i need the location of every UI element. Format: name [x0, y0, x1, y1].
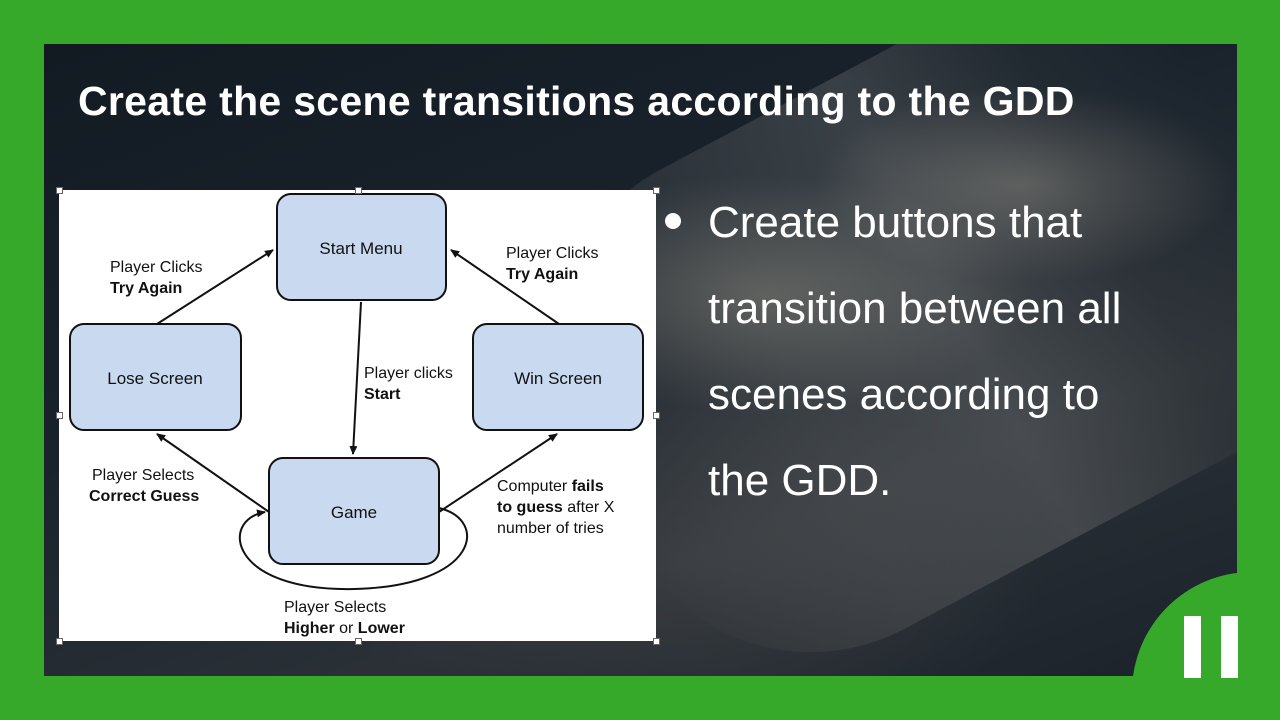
- corner-logo: [1132, 572, 1280, 720]
- arrow-win-to-start: [450, 249, 560, 325]
- label-loop-line2: Higher or Lower: [284, 620, 405, 637]
- diagram-svg: Start Menu Lose Screen Win Screen Game P…: [69, 193, 644, 637]
- label-start-game-line1: Player clicks: [364, 365, 453, 382]
- label-game-win-line1-bold: fails: [572, 478, 604, 495]
- bullet-line-2: transition between all: [708, 284, 1122, 333]
- label-start-game-line2: Start: [364, 386, 401, 403]
- label-game-win-line3: number of tries: [497, 520, 604, 537]
- label-game-win-line1: Computer fails: [497, 478, 604, 495]
- label-loop-line1: Player Selects: [284, 599, 386, 616]
- label-win-start-line2: Try Again: [506, 266, 578, 283]
- label-loop-or: or: [335, 620, 358, 637]
- resize-handle-tr[interactable]: [653, 187, 660, 194]
- pause-bar-left: [1184, 616, 1201, 678]
- label-lose-start-line2: Try Again: [110, 280, 182, 297]
- loop-game-self: [238, 507, 469, 591]
- label-loop-higher: Higher: [284, 620, 335, 637]
- bullet-line-4: the GDD.: [708, 456, 892, 505]
- scene-flow-diagram[interactable]: Start Menu Lose Screen Win Screen Game P…: [56, 187, 660, 645]
- node-lose-screen: [69, 323, 242, 431]
- node-start-menu: [276, 193, 447, 301]
- bullet-line-1: Create buttons that: [708, 198, 1083, 247]
- pause-bars-icon: [1132, 572, 1280, 720]
- resize-handle-tm[interactable]: [355, 187, 362, 194]
- node-label-lose: Lose Screen: [107, 369, 202, 388]
- resize-handle-bl[interactable]: [56, 638, 63, 645]
- arrow-lose-to-start: [156, 249, 274, 325]
- resize-handle-ml[interactable]: [56, 412, 63, 419]
- label-loop-lower: Lower: [358, 620, 405, 637]
- label-game-win-line1-normal: Computer: [497, 478, 572, 495]
- node-label-win: Win Screen: [514, 369, 602, 388]
- bullet-point-dot: [665, 213, 681, 229]
- arrow-start-to-game: [349, 301, 362, 455]
- label-game-win-line2: to guess after X: [497, 499, 615, 516]
- label-game-lose-line2: Correct Guess: [89, 488, 199, 505]
- resize-handle-tl[interactable]: [56, 187, 63, 194]
- label-game-win-line2-normal: after X: [563, 499, 615, 516]
- label-lose-start-line1: Player Clicks: [110, 259, 202, 276]
- resize-handle-bm[interactable]: [355, 638, 362, 645]
- slide-title: Create the scene transitions according t…: [78, 78, 1075, 124]
- bullet-line-3: scenes according to: [708, 370, 1100, 419]
- arrow-game-to-win: [438, 433, 558, 513]
- pause-bar-right: [1221, 616, 1238, 678]
- resize-handle-mr[interactable]: [653, 412, 660, 419]
- node-label-game: Game: [331, 503, 377, 522]
- label-game-win-line2-bold: to guess: [497, 499, 563, 516]
- resize-handle-br[interactable]: [653, 638, 660, 645]
- node-label-start: Start Menu: [319, 239, 402, 258]
- bullet-text: Create buttons that transition between a…: [708, 180, 1208, 524]
- arrow-game-to-lose: [156, 433, 270, 513]
- label-game-lose-line1: Player Selects: [92, 467, 194, 484]
- label-win-start-line1: Player Clicks: [506, 245, 598, 262]
